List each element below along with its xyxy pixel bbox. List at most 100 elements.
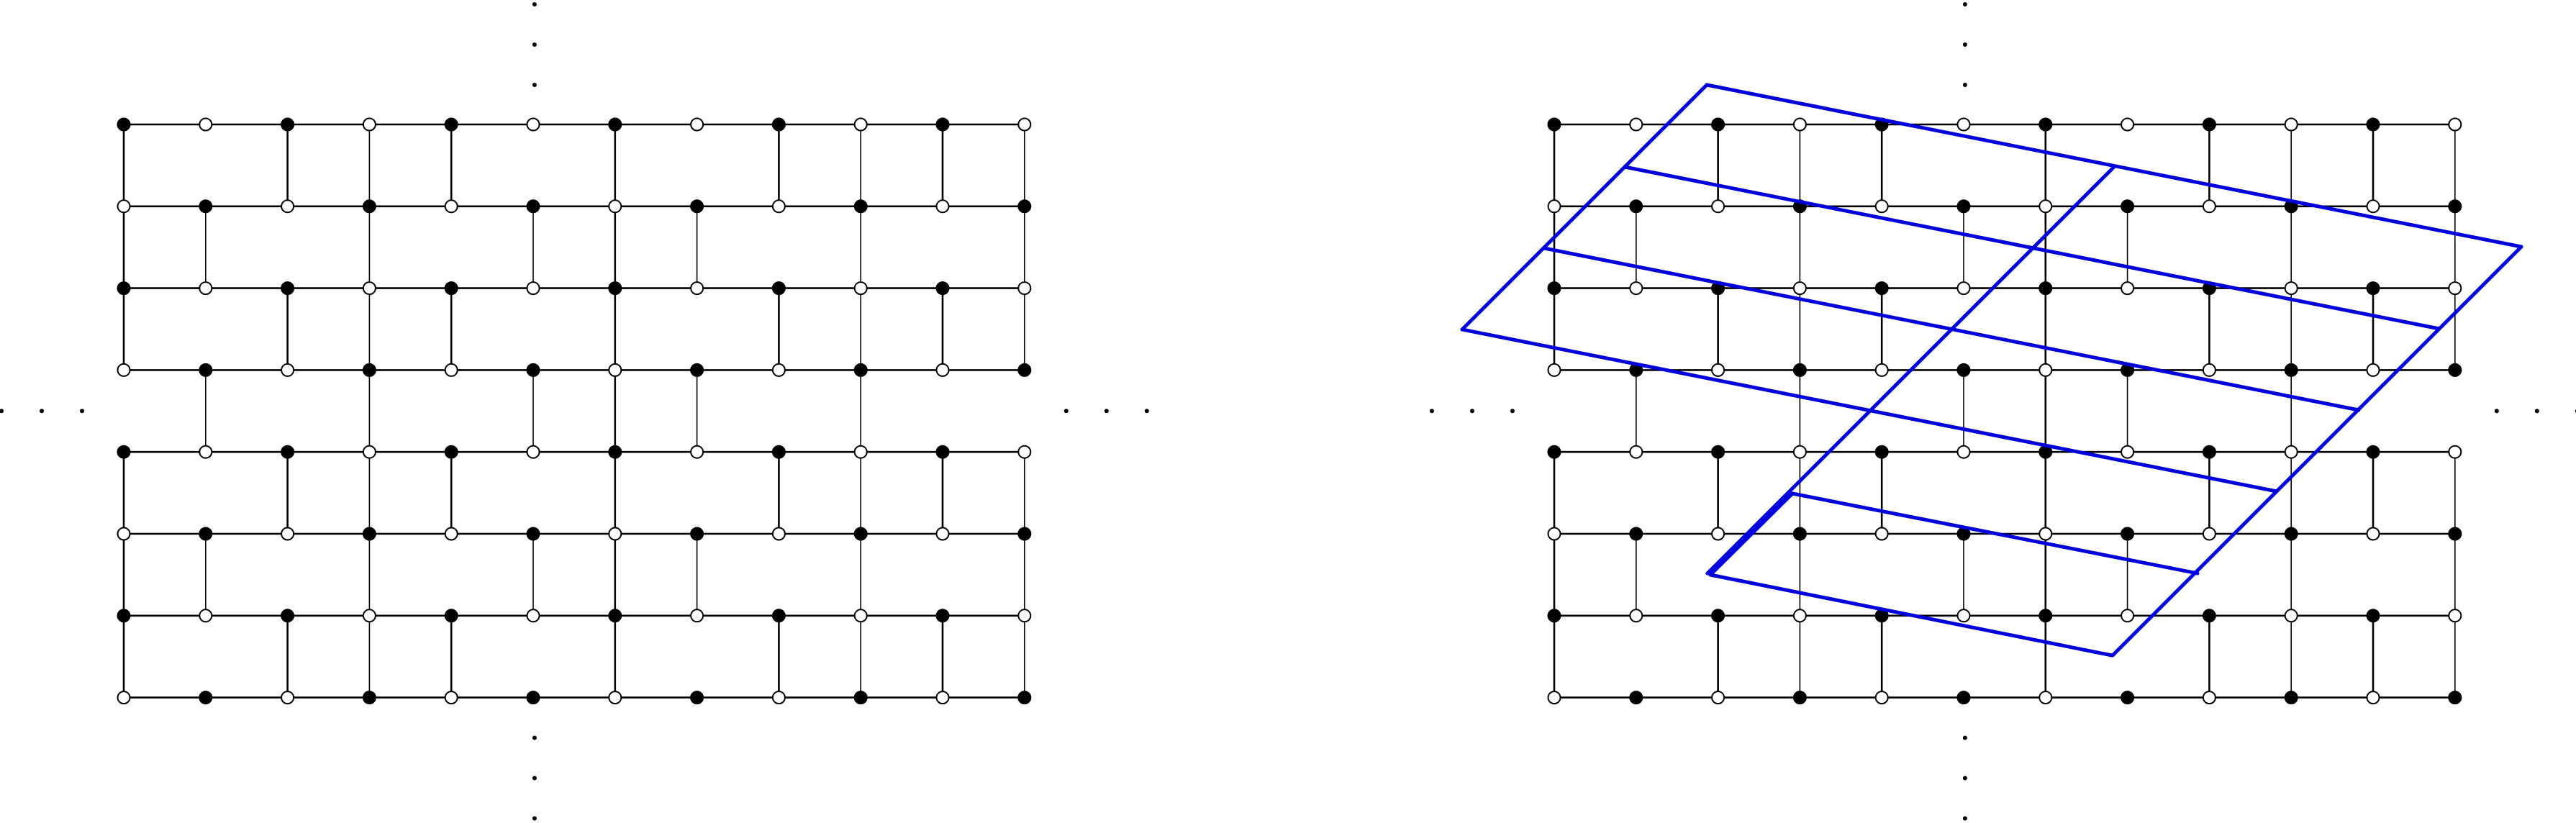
white-vertex xyxy=(444,363,458,377)
white-vertex xyxy=(771,199,786,214)
black-vertex xyxy=(935,445,950,459)
white-vertex xyxy=(1956,281,1971,296)
white-vertex xyxy=(444,527,458,541)
white-vertex xyxy=(2038,363,2053,377)
black-vertex xyxy=(1792,363,1807,377)
black-vertex xyxy=(2121,527,2135,541)
white-vertex xyxy=(1792,445,1807,459)
black-vertex xyxy=(1547,117,1561,132)
black-vertex xyxy=(608,281,622,296)
white-vertex xyxy=(1874,199,1889,214)
white-vertex xyxy=(2366,691,2380,705)
blue-overlay-grid xyxy=(1460,83,2523,658)
white-vertex xyxy=(2448,609,2462,623)
black-vertex xyxy=(853,199,868,214)
black-vertex xyxy=(2366,281,2380,296)
white-vertex xyxy=(1017,609,1032,623)
white-vertex xyxy=(2284,281,2298,296)
black-vertex xyxy=(2448,691,2462,705)
white-vertex xyxy=(117,691,131,705)
white-vertex xyxy=(2121,445,2135,459)
black-vertex xyxy=(1629,199,1643,214)
black-vertex xyxy=(444,117,458,132)
white-vertex xyxy=(526,445,540,459)
white-vertex xyxy=(2038,527,2053,541)
white-vertex xyxy=(935,691,950,705)
black-vertex xyxy=(1711,609,1725,623)
white-vertex xyxy=(853,281,868,296)
black-vertex xyxy=(281,445,295,459)
black-vertex xyxy=(2121,199,2135,214)
black-vertex xyxy=(608,609,622,623)
white-vertex xyxy=(1956,117,1971,132)
black-vertex xyxy=(1874,281,1889,296)
black-vertex xyxy=(771,609,786,623)
black-vertex xyxy=(935,281,950,296)
white-vertex xyxy=(2448,281,2462,296)
black-vertex xyxy=(362,199,376,214)
right-continuation-dot xyxy=(1063,409,1069,414)
white-vertex xyxy=(1629,281,1643,296)
black-vertex xyxy=(117,445,131,459)
white-vertex xyxy=(608,199,622,214)
black-vertex xyxy=(1547,281,1561,296)
black-vertex xyxy=(2366,445,2380,459)
black-vertex xyxy=(117,609,131,623)
black-vertex xyxy=(2284,527,2298,541)
white-vertex xyxy=(1792,117,1807,132)
black-vertex xyxy=(2448,527,2462,541)
top-continuation-dot xyxy=(1962,42,1967,47)
black-vertex xyxy=(690,527,704,541)
white-vertex xyxy=(771,527,786,541)
white-vertex xyxy=(935,527,950,541)
white-vertex xyxy=(362,609,376,623)
black-vertex xyxy=(444,609,458,623)
black-vertex xyxy=(935,609,950,623)
black-vertex xyxy=(1792,691,1807,705)
left-continuation-dot xyxy=(0,409,4,414)
white-vertex xyxy=(1017,117,1032,132)
black-vertex xyxy=(853,527,868,541)
overlay-edge xyxy=(1460,83,1709,332)
white-vertex xyxy=(2121,281,2135,296)
black-vertex xyxy=(362,363,376,377)
left-continuation-dot xyxy=(1430,409,1434,414)
white-vertex xyxy=(199,117,213,132)
black-vertex xyxy=(1017,527,1032,541)
black-vertex xyxy=(1629,527,1643,541)
left-continuation-dot xyxy=(40,409,44,414)
white-vertex xyxy=(117,363,131,377)
white-vertex xyxy=(690,445,704,459)
white-vertex xyxy=(1956,609,1971,623)
overlay-edge xyxy=(2110,245,2523,658)
white-vertex xyxy=(1017,445,1032,459)
top-continuation-dot xyxy=(1962,83,1967,87)
white-vertex xyxy=(362,445,376,459)
white-vertex xyxy=(1874,363,1889,377)
white-vertex xyxy=(1547,527,1561,541)
white-vertex xyxy=(444,691,458,705)
black-vertex xyxy=(935,117,950,132)
black-vertex xyxy=(199,199,213,214)
white-vertex xyxy=(1874,527,1889,541)
black-vertex xyxy=(1017,691,1032,705)
white-vertex xyxy=(1792,609,1807,623)
white-vertex xyxy=(690,609,704,623)
black-vertex xyxy=(2202,445,2216,459)
right-continuation-dot xyxy=(1104,409,1109,414)
white-vertex xyxy=(281,363,295,377)
black-vertex xyxy=(362,691,376,705)
white-vertex xyxy=(771,691,786,705)
white-vertex xyxy=(1711,199,1725,214)
white-vertex xyxy=(1792,281,1807,296)
white-vertex xyxy=(2366,199,2380,214)
white-vertex xyxy=(1629,445,1643,459)
white-vertex xyxy=(608,363,622,377)
bottom-continuation-dot xyxy=(532,776,537,781)
white-vertex xyxy=(2038,691,2053,705)
white-vertex xyxy=(690,117,704,132)
white-vertex xyxy=(2121,117,2135,132)
black-vertex xyxy=(1956,363,1971,377)
overlay-edge xyxy=(1708,491,1795,577)
